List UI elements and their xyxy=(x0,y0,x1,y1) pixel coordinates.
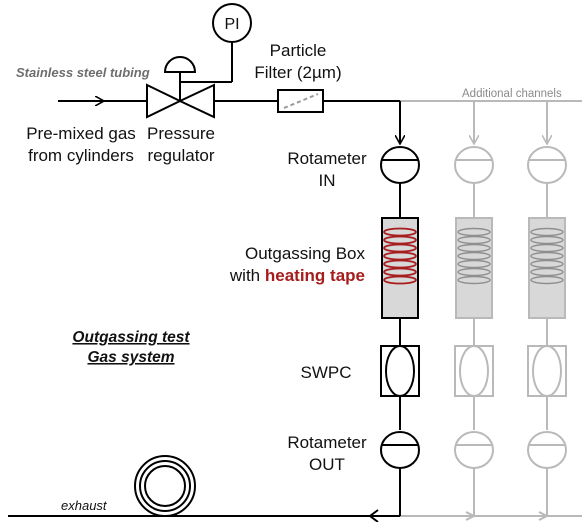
filter-label-line1: Particle xyxy=(270,41,327,60)
rotameter-in-label-line2: IN xyxy=(319,171,336,190)
outgassing-box xyxy=(381,217,419,319)
regulator-label-line2: regulator xyxy=(147,146,214,165)
swpc-label: SWPC xyxy=(301,363,352,382)
heating-tape-coil xyxy=(383,227,417,285)
ghost-rotameter-in-2 xyxy=(454,146,494,184)
box-label-line1: Outgassing Box xyxy=(245,244,366,263)
title-line1: Outgassing test xyxy=(72,329,190,346)
exhaust-arrow xyxy=(368,509,379,523)
tubing-label: Stainless steel tubing xyxy=(16,65,150,80)
ghost-channel-3 xyxy=(527,101,567,521)
title-line2: Gas system xyxy=(87,349,174,366)
box-label-prefix: with xyxy=(229,266,265,285)
rotameter-out-label-line1: Rotameter xyxy=(287,433,367,452)
premixed-label-line2: from cylinders xyxy=(28,146,134,165)
additional-channels xyxy=(400,100,582,521)
pressure-regulator xyxy=(146,42,233,119)
main-piping xyxy=(8,101,400,523)
ghost-swpc-2 xyxy=(459,345,489,397)
ghost-rotameter-out-2 xyxy=(454,431,494,469)
ghost-rotameter-in-3 xyxy=(527,146,567,184)
filter-label-line2: Filter (2µm) xyxy=(254,63,341,82)
particle-filter xyxy=(277,89,324,113)
pressure-indicator: PI xyxy=(212,3,252,43)
rotameter-out-label-line2: OUT xyxy=(309,455,345,474)
exhaust-coil xyxy=(134,455,196,517)
regulator-actuator xyxy=(163,56,197,73)
additional-channels-label: Additional channels xyxy=(462,88,562,100)
ghost-channel-2 xyxy=(454,101,494,521)
rotameter-in-label-line1: Rotameter xyxy=(287,149,367,168)
pi-label: PI xyxy=(224,16,239,33)
rotameter-in xyxy=(380,146,420,184)
swpc xyxy=(380,345,420,397)
exhaust-label: exhaust xyxy=(61,498,108,513)
premixed-label-line1: Pre-mixed gas xyxy=(26,124,136,143)
box-label-line2: with heating tape xyxy=(229,266,365,285)
ghost-rotameter-out-3 xyxy=(527,431,567,469)
ghost-swpc-3 xyxy=(532,345,562,397)
rotameter-out xyxy=(380,431,420,469)
ghost-heating-coils xyxy=(457,227,564,285)
heating-tape-label: heating tape xyxy=(265,266,365,285)
regulator-label-line1: Pressure xyxy=(147,124,215,143)
